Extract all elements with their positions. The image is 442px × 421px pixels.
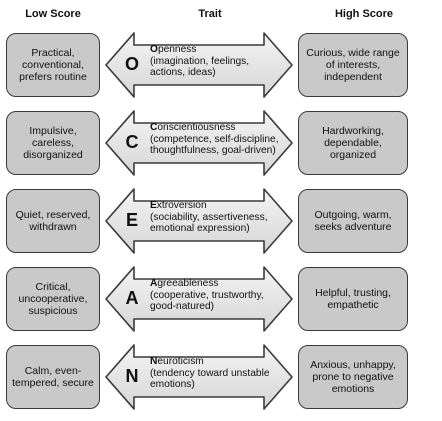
trait-letter: N bbox=[125, 366, 139, 386]
trait-name: Openness bbox=[150, 44, 197, 55]
trait-facets: (competence, self-discipline, thoughtful… bbox=[150, 133, 279, 157]
trait-row-c: Impulsive, careless, disorganized C Cons… bbox=[0, 108, 442, 178]
trait-letter: O bbox=[124, 54, 139, 74]
trait-description: Neuroticism (tendency toward unstable em… bbox=[150, 356, 282, 391]
double-arrow-icon bbox=[105, 32, 293, 98]
trait-name: Agreeableness bbox=[150, 278, 219, 289]
trait-description: Openness (imagination, feelings, actions… bbox=[150, 44, 282, 79]
trait-name: Extroversion bbox=[150, 200, 207, 211]
double-arrow-icon bbox=[105, 188, 293, 254]
trait-facets: (imagination, feelings, actions, ideas) bbox=[150, 55, 250, 79]
header-low-score: Low Score bbox=[25, 8, 81, 20]
high-score-box: Helpful, trusting, empathetic bbox=[298, 267, 408, 331]
trait-letter: A bbox=[125, 288, 139, 308]
trait-name: Neuroticism bbox=[150, 356, 204, 367]
low-score-text: Impulsive, careless, disorganized bbox=[23, 125, 83, 161]
trait-name: Conscientiousness bbox=[150, 122, 236, 133]
low-score-text: Practical, conventional, prefers routine bbox=[19, 47, 87, 83]
trait-description: Agreeableness (cooperative, trustworthy,… bbox=[150, 278, 282, 313]
header-high-score: High Score bbox=[334, 8, 394, 20]
trait-facets: (tendency toward unstable emotions) bbox=[150, 367, 270, 391]
trait-row-n: Calm, even-tempered, secure N Neuroticis… bbox=[0, 342, 442, 412]
high-score-box: Anxious, unhappy, prone to negative emot… bbox=[298, 345, 408, 409]
double-arrow-icon bbox=[105, 110, 293, 176]
low-score-text: Calm, even-tempered, secure bbox=[12, 365, 94, 389]
high-score-text: Hardworking, dependable, organized bbox=[322, 125, 384, 161]
low-score-text: Critical, uncooperative, suspicious bbox=[18, 281, 88, 317]
low-score-text: Quiet, reserved, withdrawn bbox=[15, 209, 91, 233]
high-score-box: Outgoing, warm, seeks adventure bbox=[298, 189, 408, 253]
double-arrow-icon bbox=[105, 266, 293, 332]
high-score-text: Curious, wide range of interests, indepe… bbox=[306, 47, 400, 83]
trait-description: Conscientiousness (competence, self-disc… bbox=[150, 122, 282, 157]
trait-row-a: Critical, uncooperative, suspicious A Ag… bbox=[0, 264, 442, 334]
trait-facets: (cooperative, trustworthy, good-natured) bbox=[150, 289, 264, 313]
header-trait: Trait bbox=[198, 8, 222, 20]
trait-letter: C bbox=[125, 132, 139, 152]
trait-facets: (sociability, assertiveness, emotional e… bbox=[150, 211, 268, 235]
low-score-box: Practical, conventional, prefers routine bbox=[6, 33, 100, 97]
low-score-box: Calm, even-tempered, secure bbox=[6, 345, 100, 409]
double-arrow-icon bbox=[105, 344, 293, 410]
high-score-text: Outgoing, warm, seeks adventure bbox=[314, 209, 392, 233]
high-score-box: Hardworking, dependable, organized bbox=[298, 111, 408, 175]
trait-letter: E bbox=[125, 210, 138, 230]
trait-description: Extroversion (sociability, assertiveness… bbox=[150, 200, 282, 235]
trait-row-o: Practical, conventional, prefers routine… bbox=[0, 30, 442, 100]
trait-row-e: Quiet, reserved, withdrawn E Extroversio… bbox=[0, 186, 442, 256]
high-score-text: Anxious, unhappy, prone to negative emot… bbox=[310, 359, 396, 395]
low-score-box: Quiet, reserved, withdrawn bbox=[6, 189, 100, 253]
low-score-box: Critical, uncooperative, suspicious bbox=[6, 267, 100, 331]
high-score-text: Helpful, trusting, empathetic bbox=[315, 287, 391, 311]
high-score-box: Curious, wide range of interests, indepe… bbox=[298, 33, 408, 97]
low-score-box: Impulsive, careless, disorganized bbox=[6, 111, 100, 175]
